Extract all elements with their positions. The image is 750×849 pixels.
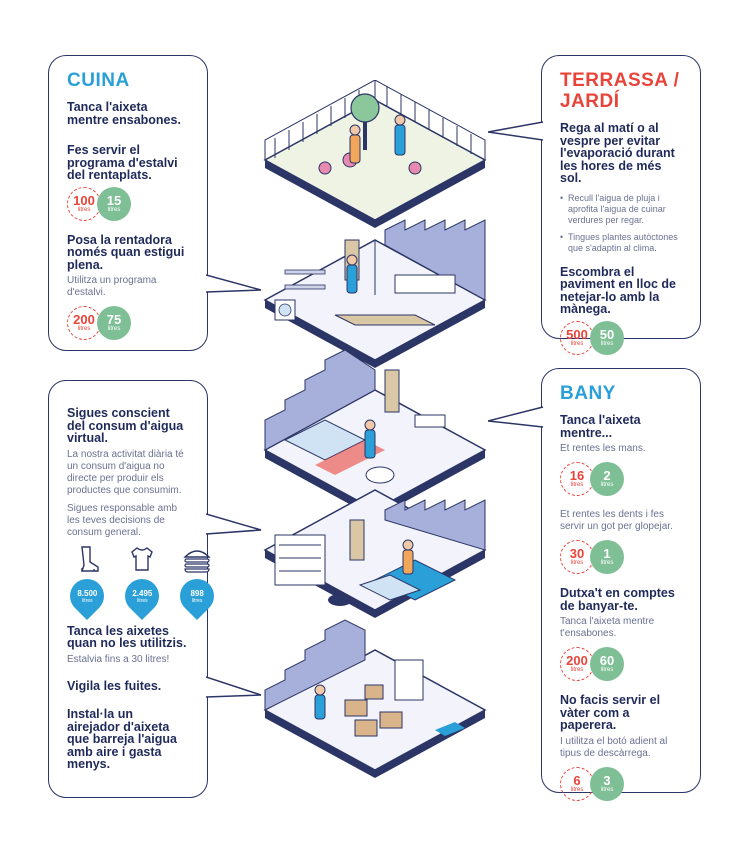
- living-level: [263, 489, 487, 618]
- bany-tip1a-text: Et rentes les mans.: [560, 443, 646, 454]
- terrassa-pointer: [488, 121, 544, 141]
- general-tip4: Instal·la un airejador d'aixeta que barr…: [67, 707, 177, 771]
- terrassa-bullet1: Recull l'aigua de pluja i aprofita l'aig…: [560, 193, 682, 226]
- cuina-title: CUINA: [67, 70, 130, 91]
- general-tip1: Sigues conscient del consum d'aigua virt…: [67, 406, 184, 445]
- general-tip2-text: Estalvia fins a 30 litres!: [67, 653, 170, 665]
- bany-tip2: Dutxa't en comptes de banyar-te.: [560, 586, 675, 613]
- house-illustration: [263, 80, 487, 778]
- bany-tip3-text: I utilitza el botó adient al tipus de de…: [560, 735, 668, 759]
- garden-level: [263, 80, 487, 228]
- kitchen-level: [263, 219, 487, 368]
- bany-tip1: Tanca l'aixeta mentre...: [560, 413, 641, 440]
- boot-icon: [81, 545, 99, 572]
- terrassa-tip1: Rega al matí o al vespre per evitar l'ev…: [560, 121, 675, 185]
- bany-pointer: [488, 406, 544, 428]
- terrassa-bullet2: Tingues plantes autòctones que s'adaptin…: [560, 232, 682, 254]
- burger-icon: [183, 549, 211, 573]
- basement-level: [263, 619, 487, 778]
- bany-tip1b-text: Et rentes les dents i fes servir un got …: [560, 509, 673, 532]
- bany-tip3: No facis servir el vàter com a paperera.: [560, 693, 661, 732]
- bathroom-level: [263, 349, 487, 518]
- bany-tip2-text: Tanca l'aixeta mentre t'ensabones.: [560, 616, 655, 639]
- cuina-tip3-text: Utilitza un programa d'estalvi.: [67, 275, 157, 298]
- terrassa-card: TERRASSA / JARDÍ Rega al matí o al vespr…: [541, 55, 701, 355]
- bany-card: BANY Tanca l'aixeta mentre... Et rentes …: [541, 368, 701, 801]
- bany-title: BANY: [560, 383, 616, 404]
- general-pointer-top: [206, 513, 262, 535]
- terrassa-title: TERRASSA / JARDÍ: [560, 70, 680, 112]
- cuina-card: CUINA Tanca l'aixeta mentre ensabones. F…: [48, 55, 208, 351]
- cuina-tip3: Posa la rentadora només quan estigui ple…: [67, 232, 185, 272]
- terrassa-tip2: Escombra el paviment en lloc de netejar-…: [560, 264, 677, 316]
- general-card: Sigues conscient del consum d'aigua virt…: [48, 380, 222, 798]
- general-tip1-text1: La nostra activitat diària té un consum …: [67, 448, 184, 496]
- cuina-pointer: [206, 274, 262, 293]
- cuina-tip2: Fes servir el programa d'estalvi del ren…: [67, 143, 178, 182]
- cuina-tip1: Tanca l'aixeta mentre ensabones.: [67, 100, 181, 127]
- general-pointer-bottom: [206, 676, 262, 698]
- general-tip2: Tanca les aixetes quan no les utilitzis.: [67, 623, 187, 650]
- general-tip1-text2: Sigues responsable amb les teves decisio…: [67, 502, 178, 538]
- tshirt-icon: [131, 546, 153, 571]
- general-tip3: Vigila les fuites.: [67, 678, 162, 693]
